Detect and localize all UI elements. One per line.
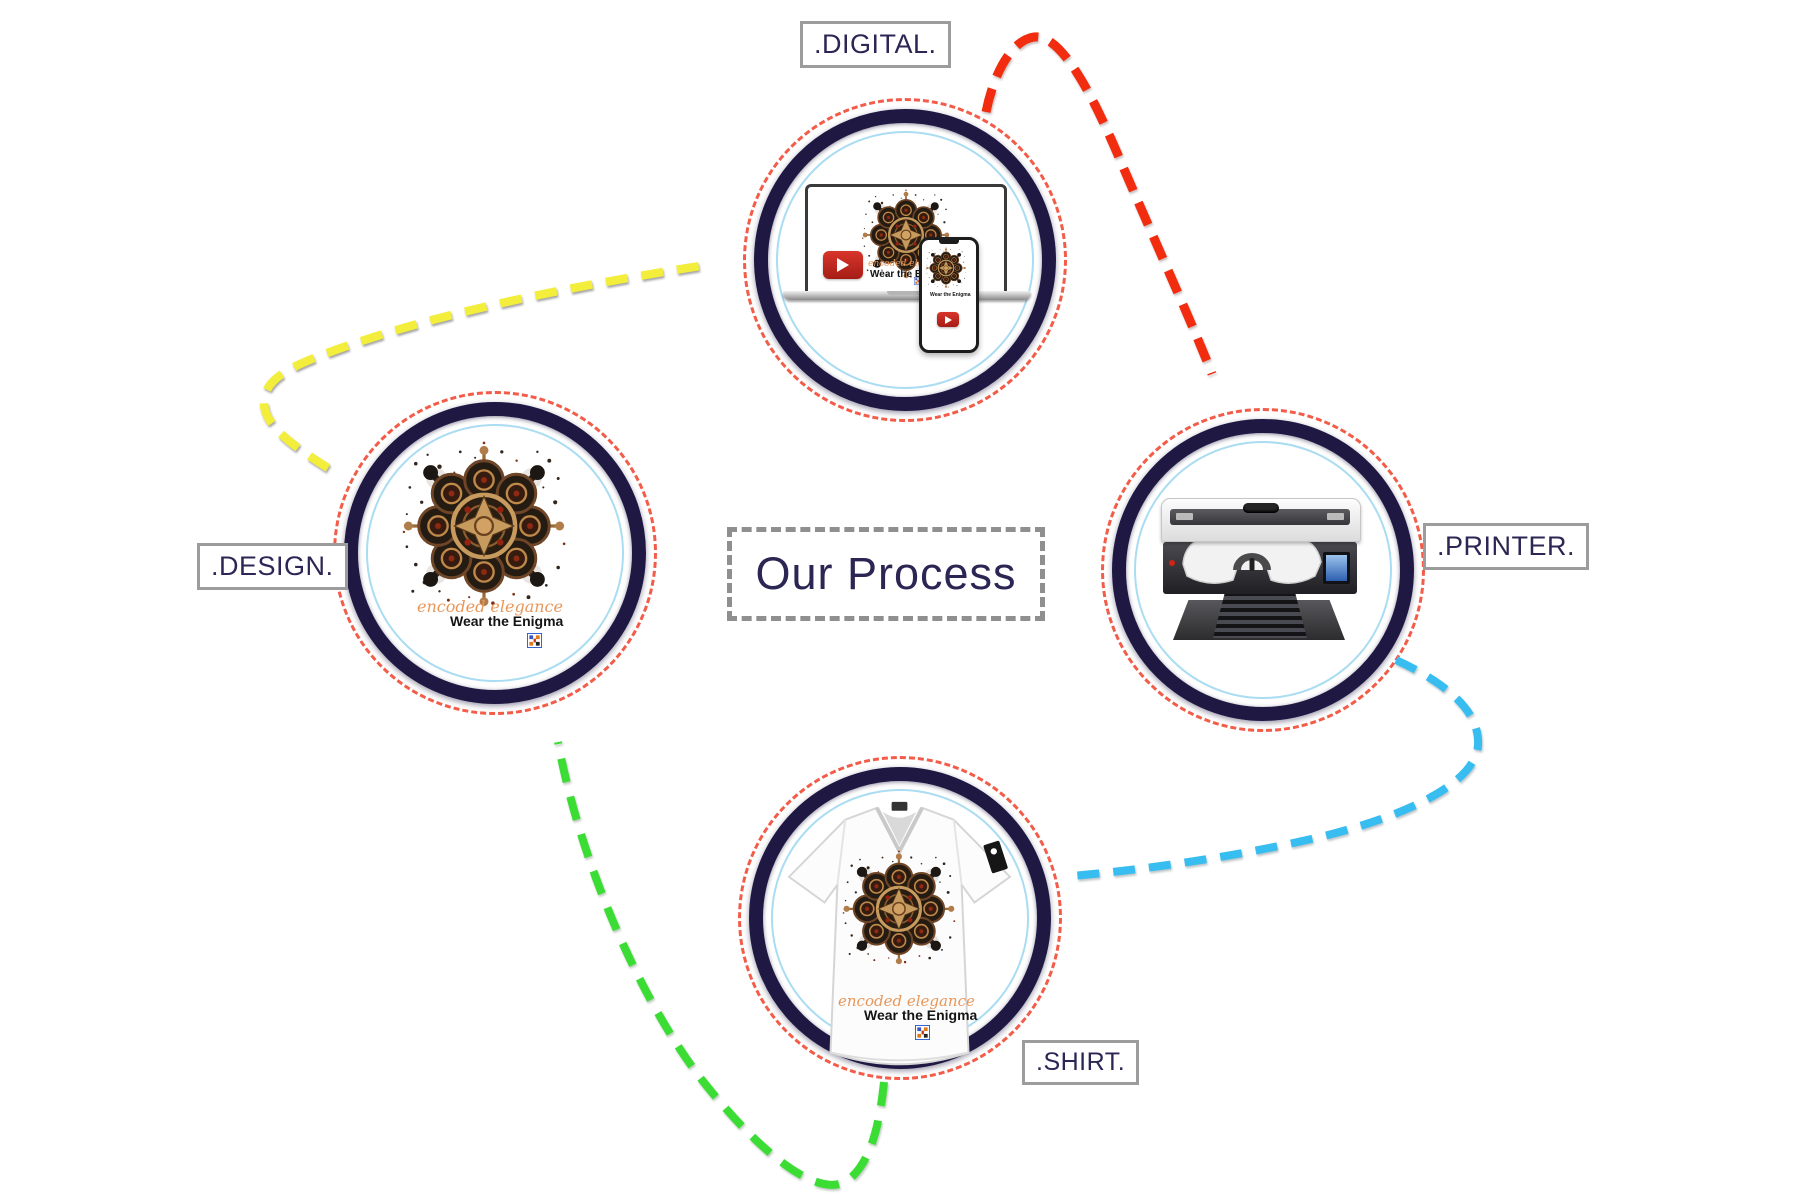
design-artwork: encoded elegance Wear the Enigma — [395, 437, 595, 657]
label-design: .DESIGN. — [197, 543, 348, 590]
printer-power-light — [1169, 560, 1175, 566]
dtg-printer-illustration — [1161, 498, 1361, 640]
phone-tagline-text: Wear the Enigma — [930, 292, 971, 298]
enigma-qr-logo — [527, 633, 542, 648]
printer-logo-left — [1176, 513, 1193, 520]
label-shirt: .SHIRT. — [1022, 1040, 1140, 1085]
digital-mockups: encoded elegance Wear the Enigma Wear th… — [743, 98, 1067, 422]
shirt-tagline-text: Wear the Enigma — [864, 1007, 978, 1023]
printer-top-cover — [1161, 498, 1361, 542]
printer-brand-band — [1170, 509, 1350, 525]
phone-youtube-play-icon — [937, 312, 959, 327]
design-tagline-text: Wear the Enigma — [450, 613, 564, 629]
design-script-text: encoded elegance — [417, 597, 563, 616]
label-printer: .PRINTER. — [1423, 523, 1590, 570]
printer-loaded-shirt — [1182, 535, 1322, 584]
laptop-notch — [887, 291, 927, 295]
mandala-artwork-icon — [395, 437, 573, 615]
youtube-play-icon — [823, 251, 863, 279]
node-shirt: encoded elegance Wear the Enigma — [738, 756, 1062, 1080]
enigma-qr-logo — [915, 1025, 930, 1040]
label-digital: .DIGITAL. — [800, 21, 951, 68]
page-title: Our Process — [755, 548, 1017, 599]
tshirt-illustration — [787, 801, 1012, 1066]
printer-logo-right — [1327, 513, 1344, 520]
phone-notch — [939, 240, 959, 244]
laptop-base — [783, 291, 1031, 300]
laptop-script-text: encoded elegance — [868, 259, 951, 269]
shirt-content: encoded elegance Wear the Enigma — [738, 756, 1062, 1080]
laptop-tagline-text: Wear the Enigma — [870, 269, 951, 280]
node-printer — [1101, 408, 1425, 732]
phone-mockup: Wear the Enigma — [919, 237, 979, 353]
node-design: encoded elegance Wear the Enigma — [333, 391, 657, 715]
design-content: encoded elegance Wear the Enigma — [333, 391, 657, 715]
printer-content — [1101, 408, 1425, 732]
mandala-artwork-icon — [843, 850, 956, 964]
printer-touchscreen — [1323, 552, 1350, 584]
sleeve-tag — [983, 840, 1008, 874]
mandala-artwork-icon — [924, 246, 968, 290]
title-box: Our Process — [727, 527, 1045, 621]
node-digital: encoded elegance Wear the Enigma Wear th… — [743, 98, 1067, 422]
printer-handle — [1243, 503, 1279, 513]
printer-touchscreen-glass — [1326, 555, 1347, 581]
